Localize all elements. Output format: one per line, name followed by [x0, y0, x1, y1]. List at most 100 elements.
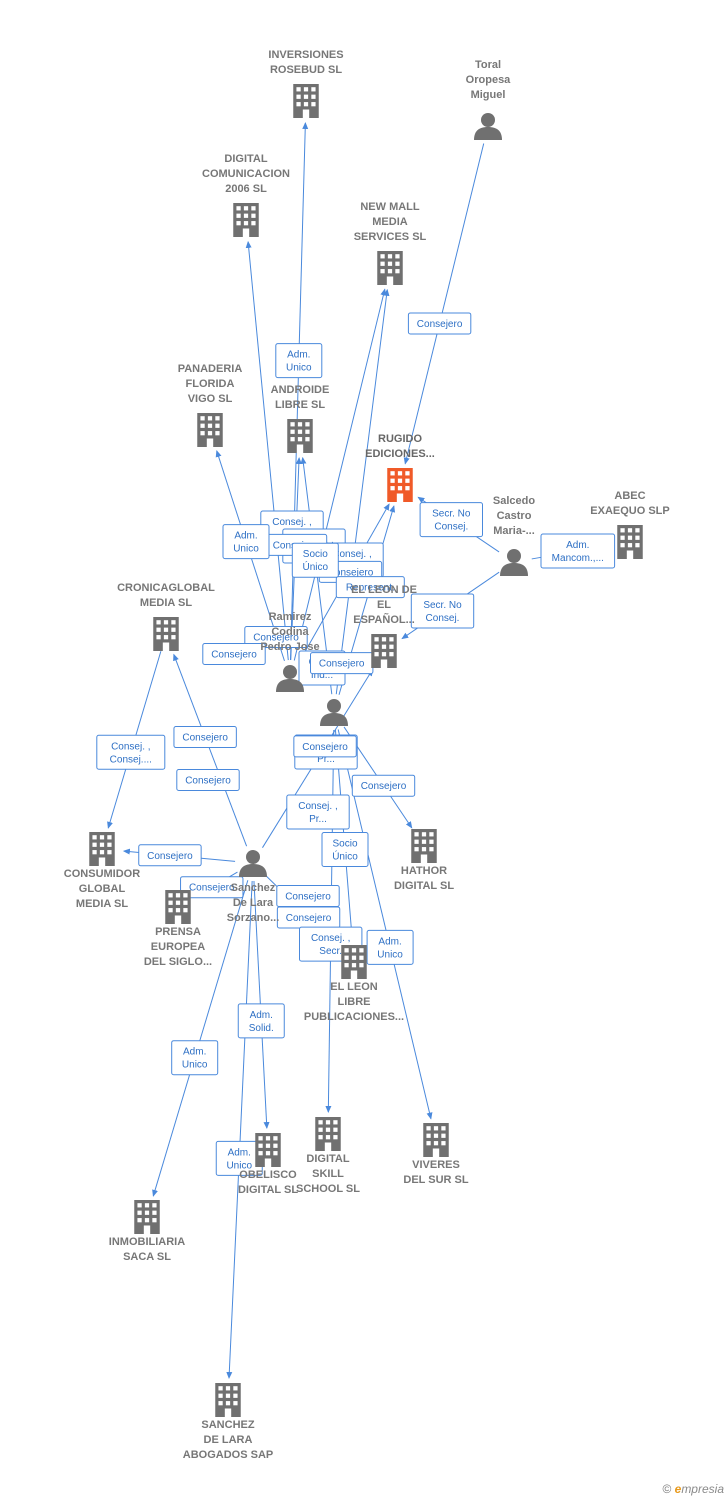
building-icon: [377, 251, 403, 285]
building-icon: [293, 84, 319, 118]
edge-label-sanchez-cronica[interactable]: Consejero: [173, 726, 237, 749]
edge-label-text: Consej. ,: [332, 549, 371, 560]
edge-label-text: Unico: [226, 1160, 252, 1171]
edge-label-text: Consejero: [302, 742, 348, 753]
node-label: LIBRE SL: [275, 399, 325, 411]
floating-label-3[interactable]: Consejero: [244, 626, 308, 648]
edge-label-person2-viveres[interactable]: Adm.Unico: [366, 929, 414, 965]
edge-label-text: Ind...: [311, 670, 333, 681]
floating-label-8[interactable]: Consej. ,Pr...: [286, 794, 350, 830]
edge-label-box: [173, 726, 237, 749]
edge-label-box: [96, 734, 166, 770]
edge-label-box: [321, 832, 369, 867]
edge-label-sanchez-prensa[interactable]: Consejero: [180, 876, 244, 899]
edge-label-text: Único: [303, 560, 329, 573]
edge-label-box: [202, 643, 266, 665]
node-label: Sanchez: [231, 882, 276, 894]
floating-label-7[interactable]: Consejero: [176, 769, 240, 791]
edge-label-text: Secr. No: [432, 509, 471, 520]
edge-label-text: Consejero: [361, 781, 407, 792]
floating-label-4[interactable]: Consejero: [202, 643, 266, 665]
edge-label-text: Único: [332, 850, 358, 863]
node-elleonlibre[interactable]: EL LEONLIBREPUBLICACIONES...: [304, 945, 404, 1023]
node-person2[interactable]: [320, 699, 348, 726]
node-rugido[interactable]: RUGIDOEDICIONES...: [365, 433, 435, 502]
edge-label-sanchez-obelisco[interactable]: Adm.Solid.: [237, 1003, 285, 1039]
footer-brand[interactable]: © empresia: [662, 1482, 724, 1496]
node-label: Miguel: [471, 89, 506, 101]
edge-label-sanchez-elleonlibre[interactable]: Consejero: [276, 906, 341, 929]
node-label: VIGO SL: [188, 393, 233, 405]
edge-label-text: Socio: [332, 839, 357, 850]
edge-label-sanchez-consumidor[interactable]: Consejero: [138, 844, 202, 867]
floating-label-9[interactable]: Consejero: [276, 885, 340, 907]
node-label: Oropesa: [466, 74, 512, 86]
edge-label-text: Mancom.,...: [552, 553, 604, 564]
node-salcedo[interactable]: SalcedoCastroMaria-...: [493, 495, 535, 576]
node-label: LIBRE: [338, 996, 371, 1008]
node-label: GLOBAL: [79, 883, 126, 895]
brand-logo: empresia: [674, 1482, 724, 1496]
node-label: OBELISCO: [239, 1169, 297, 1181]
node-label: EL: [377, 599, 391, 611]
edge-label-text: Adm.: [234, 531, 257, 542]
edge-label-ramirez-elleonesp[interactable]: Consejero: [310, 652, 374, 675]
edge-label-box: [419, 502, 484, 538]
building-icon: [411, 829, 437, 863]
person-icon: [474, 113, 502, 140]
node-elleonesp[interactable]: EL LEON DEELESPAÑOL...: [351, 584, 417, 668]
edge-label-sanchez-inmobiliaria[interactable]: Adm. Unico: [171, 1040, 219, 1076]
edge-label-cronica-consumidor[interactable]: Consej. ,Consej....: [96, 734, 166, 770]
edge-label-text: Secr.: [319, 946, 342, 957]
edge-label-text: Consejero: [147, 851, 193, 862]
building-icon: [255, 1133, 281, 1167]
node-label: MEDIA SL: [76, 898, 128, 910]
edge-label-sanchez-elleonesp[interactable]: Consejero: [293, 735, 357, 758]
node-label: Maria-...: [493, 525, 535, 537]
node-label: MEDIA SL: [140, 597, 192, 609]
edge-label-toral-rugido[interactable]: Consejero: [407, 312, 472, 335]
edge-label-text: Consej.: [426, 613, 460, 624]
edge-label-salcedo-abec[interactable]: Adm. Mancom.,...: [540, 533, 616, 569]
node-label: DE LARA: [204, 1434, 253, 1446]
edge-label-text: Adm.: [566, 540, 589, 551]
building-icon: [617, 525, 643, 559]
node-label: DEL SIGLO...: [144, 956, 212, 968]
edge-label-ramirez-inversiones[interactable]: Adm.Unico: [275, 343, 323, 379]
edge-label-person2-hathor[interactable]: Consejero: [351, 774, 416, 797]
node-label: De Lara: [233, 897, 274, 909]
edge-label-ramirez-panaderia[interactable]: Adm.Unico: [222, 524, 270, 560]
edge-label-box: [410, 593, 475, 629]
building-icon: [287, 419, 313, 453]
node-label: MEDIA: [372, 216, 408, 228]
edge-label-box: [293, 735, 357, 758]
node-label: Castro: [497, 510, 532, 522]
edge-label-text: Adm.: [183, 1047, 206, 1058]
node-label: SCHOOL SL: [296, 1183, 360, 1195]
edge-label-text: Unico: [182, 1060, 208, 1071]
edge-label-person2-rugido[interactable]: Represent.: [335, 576, 405, 599]
